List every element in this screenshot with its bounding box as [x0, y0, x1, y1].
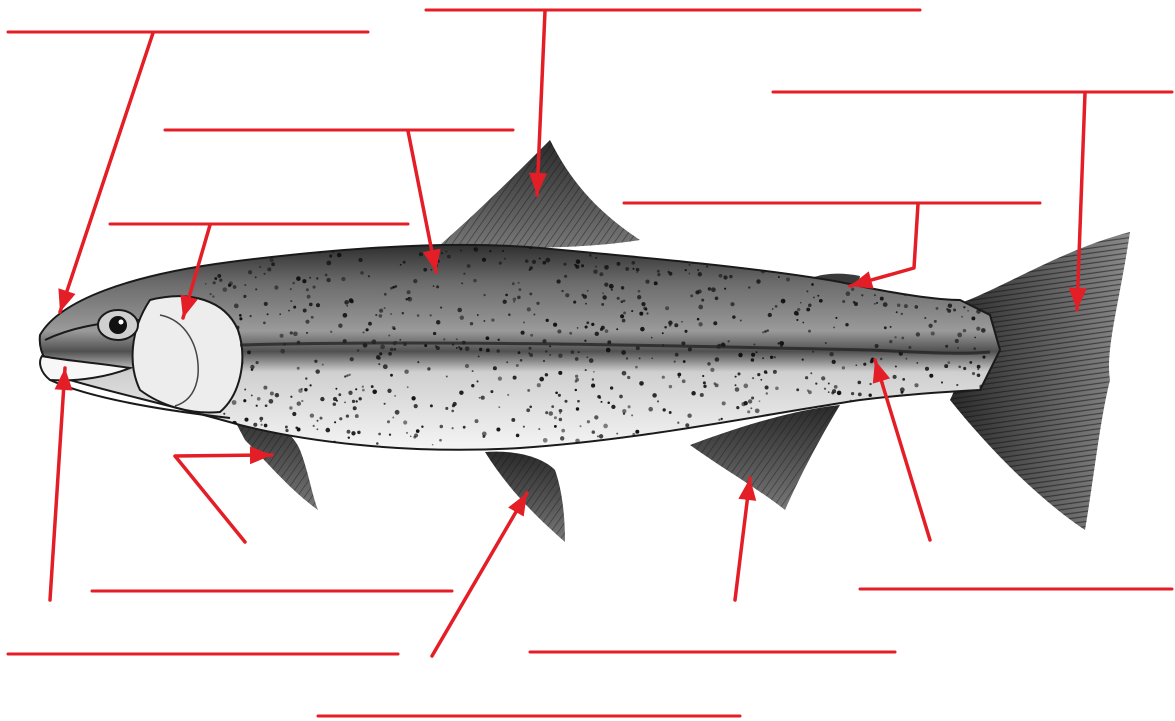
arrow-snout: [60, 33, 153, 312]
arrow-mouth: [50, 368, 65, 600]
arrow-pectoral-fin: [175, 455, 272, 542]
arrow-pelvic-fin: [432, 493, 527, 656]
fish-illustration: [40, 140, 1130, 542]
arrow-adipose-fin: [850, 204, 918, 286]
gill-cover: [133, 296, 243, 412]
arrow-pelvic-fin-head: [508, 493, 527, 517]
